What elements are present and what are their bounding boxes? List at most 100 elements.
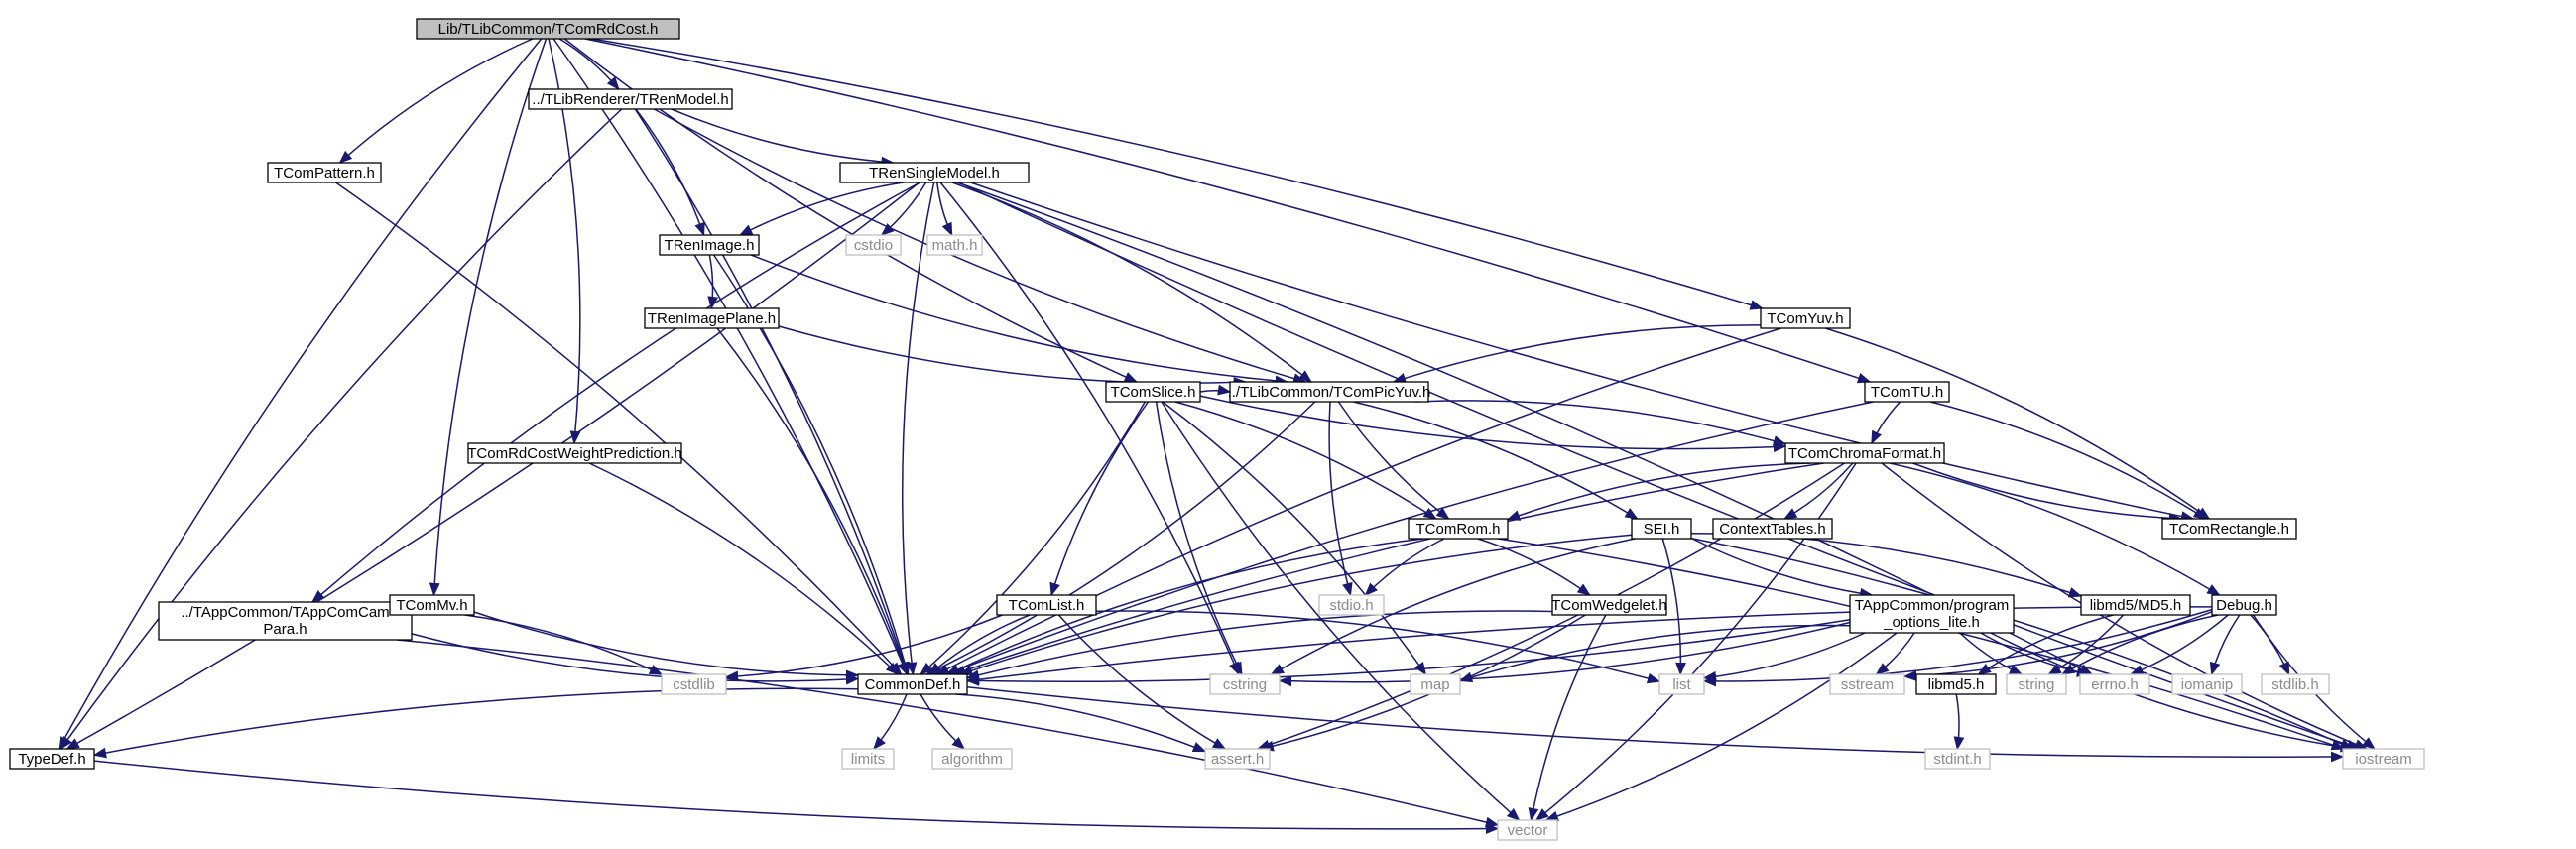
node-box (2261, 673, 2330, 695)
node-label: ../TLibRenderer/TRenModel.h (532, 91, 728, 108)
node-pattern[interactable]: TComPattern.h (267, 162, 382, 183)
edge-commv-to-cstdlib (464, 614, 664, 675)
edge-renimageplane-to-compicyuv (778, 325, 1248, 388)
node-label: Para.h (263, 621, 307, 638)
node-root[interactable]: Lib/TLibCommon/TComRdCost.h (416, 18, 680, 40)
node-label: TComWedgelet.h (1551, 597, 1666, 614)
node-label: cstring (1223, 676, 1267, 693)
node-label: TComChromaFormat.h (1788, 445, 1941, 462)
edge-compicyuv-to-stdioh (1328, 401, 1353, 597)
node-comlist[interactable]: TComList.h (996, 594, 1097, 616)
node-debug[interactable]: Debug.h (2211, 594, 2277, 616)
edge-rensingle-to-renimage (738, 182, 905, 236)
node-contexttables[interactable]: ContextTables.h (1712, 518, 1833, 540)
edge-debug-to-string (2061, 614, 2219, 675)
node-comrect[interactable]: TComRectangle.h (2161, 518, 2297, 540)
edge-chroma-to-iostream (1881, 462, 2369, 750)
node-label: TComRectangle.h (2169, 521, 2289, 538)
edge-comrom-to-iostream (1498, 538, 2346, 751)
edge-root-to-commondef (552, 38, 909, 676)
node-renimageplane[interactable]: TRenImagePlane.h (644, 307, 780, 329)
node-libmd5[interactable]: libmd5.h (1915, 673, 1997, 695)
node-chroma[interactable]: TComChromaFormat.h (1784, 442, 1945, 464)
edge-debug-to-commondef (965, 606, 2213, 685)
edge-md5dir-to-string (2047, 614, 2125, 675)
edge-commondef-to-iostream (966, 686, 2345, 763)
node-box (1408, 518, 1509, 540)
node-box (1864, 381, 1950, 403)
edge-compicyuv-to-sei (1353, 401, 1639, 520)
node-comrom[interactable]: TComRom.h (1408, 518, 1509, 540)
node-box (2161, 518, 2297, 540)
node-label: iostream (2355, 751, 2412, 768)
node-renmodel[interactable]: ../TLibRenderer/TRenModel.h (528, 88, 733, 110)
node-commv[interactable]: TComMv.h (389, 594, 475, 616)
node-box (2080, 594, 2191, 616)
node-box (528, 88, 733, 110)
node-progopts[interactable]: TAppCommon/program_options_lite.h (1849, 594, 2015, 634)
edge-comrom-to-commondef (945, 538, 1424, 675)
edge-comslice-to-map (1162, 401, 1427, 676)
node-cstring: cstring (1209, 673, 1281, 695)
node-renimage[interactable]: TRenImage.h (659, 234, 760, 256)
node-rensingle[interactable]: TRenSingleModel.h (839, 162, 1030, 183)
node-box (416, 18, 680, 40)
node-sei[interactable]: SEI.h (1631, 518, 1692, 540)
edge-wedgelet-to-vector (1528, 614, 1607, 822)
node-label: TComMv.h (396, 597, 467, 614)
node-box (931, 748, 1013, 770)
edge-sei-to-list (1661, 538, 1686, 676)
edge-comrom-to-wedgelet (1477, 538, 1591, 596)
edge-commondef-to-assert (955, 693, 1207, 753)
node-label: libmd5.h (1928, 676, 1985, 693)
node-label: TRenImage.h (665, 237, 755, 254)
edge-comslice-to-commondef (920, 401, 1146, 675)
node-string: string (2006, 673, 2067, 695)
node-box (926, 234, 983, 256)
node-label: ContextTables.h (1719, 521, 1826, 538)
node-comyuv[interactable]: TComYuv.h (1760, 307, 1851, 329)
edge-rensingle-to-cstring (939, 182, 1240, 676)
edge-campara1-to-vector (397, 639, 1500, 828)
edge-sei-to-commondef (958, 534, 1633, 676)
edge-chroma-to-comrom (1506, 462, 1812, 521)
node-wedgelet[interactable]: TComWedgelet.h (1551, 594, 1667, 616)
edge-chroma-to-comrect (1912, 462, 2183, 524)
node-comslice[interactable]: TComSlice.h (1105, 381, 1201, 403)
edge-campara1-to-commondef (411, 633, 860, 685)
node-compicyuv[interactable]: ../TLibCommon/TComPicYuv.h (1228, 381, 1431, 403)
node-label: TComRdCostWeightPrediction.h (467, 445, 681, 462)
edge-progopts-to-string (1959, 632, 2024, 675)
node-label: list (1672, 676, 1691, 693)
node-label: TComYuv.h (1767, 310, 1843, 327)
edge-sei-to-iostream (1690, 537, 2354, 750)
node-label: _options_lite.h (1883, 614, 1980, 631)
node-commondef[interactable]: CommonDef.h (857, 673, 968, 695)
node-cstdio: cstdio (845, 234, 902, 256)
node-md5dir[interactable]: libmd5/MD5.h (2080, 594, 2191, 616)
node-label: iomanip (2181, 676, 2234, 693)
edge-commondef-to-typedef (92, 687, 859, 759)
edge-pattern-to-commondef (335, 182, 903, 675)
edge-renimage-to-compicyuv (750, 254, 1289, 387)
edge-commondef-to-algorithm (920, 693, 965, 750)
edge-root-to-typedef (58, 38, 543, 751)
edge-renimage-to-renimageplane (707, 254, 719, 310)
node-typedef[interactable]: TypeDef.h (9, 748, 95, 770)
node-label: libmd5/MD5.h (2090, 597, 2182, 614)
edge-comslice-to-vector (1161, 401, 1521, 821)
edge-renimageplane-to-commondef (716, 327, 909, 676)
node-weightpred[interactable]: TComRdCostWeightPrediction.h (467, 442, 682, 464)
node-label: SEI.h (1644, 521, 1680, 538)
node-label: map (1420, 676, 1449, 693)
node-list: list (1658, 673, 1705, 695)
edge-libmd5-to-stdint (1953, 693, 1965, 751)
node-stdlib: stdlib.h (2261, 673, 2330, 695)
node-box (1551, 594, 1667, 616)
node-box (1497, 819, 1558, 841)
node-label: TAppCommon/program (1855, 597, 2010, 614)
edge-comtu-to-chroma (1871, 401, 1901, 445)
node-comtu[interactable]: TComTU.h (1864, 381, 1950, 403)
